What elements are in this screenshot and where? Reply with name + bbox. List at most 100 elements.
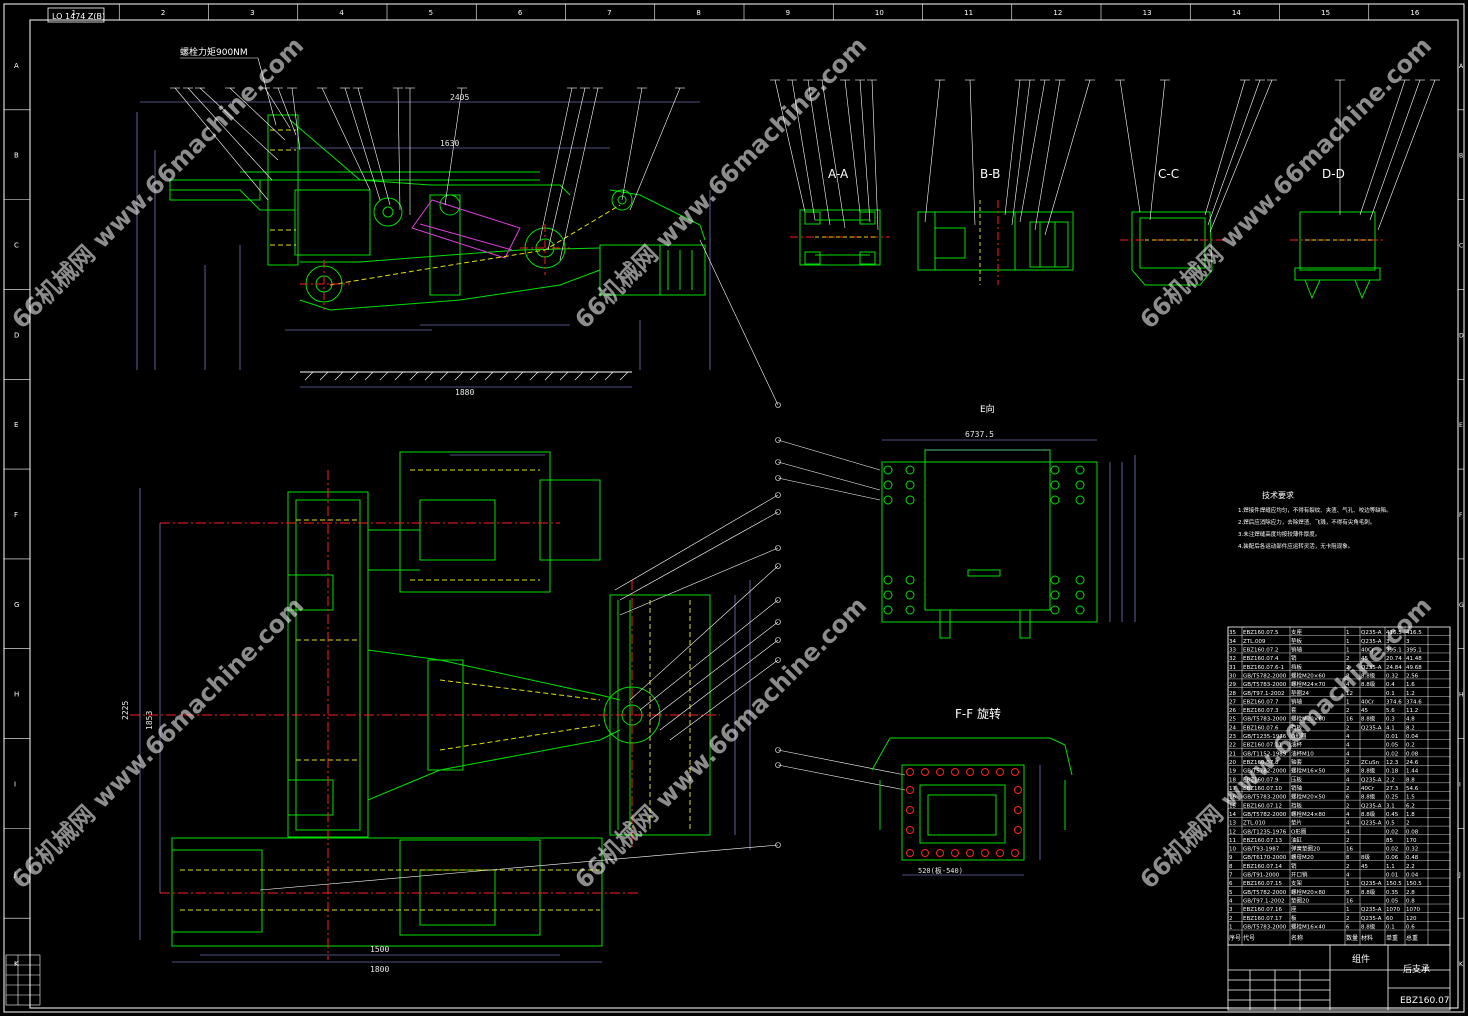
bom-cell: GB/T97.1-2002 <box>1243 899 1284 905</box>
bom-cell: 2 <box>1346 786 1350 792</box>
bom-cell: 0.2 <box>1406 743 1415 749</box>
border-number: 13 <box>1143 9 1152 17</box>
leader-line <box>264 87 291 129</box>
section-views: A-A B-B C-C D-D <box>790 167 1385 300</box>
bom-cell: 8.8级 <box>1361 923 1376 931</box>
bolt-hole <box>883 605 893 615</box>
bom-cell: Q235-A <box>1361 630 1382 636</box>
border-number: 9 <box>786 9 790 17</box>
bolt-hole <box>905 575 915 585</box>
bom-cell: 8 <box>1229 864 1233 870</box>
bom-cell: 2 <box>1346 725 1350 731</box>
bom-cell: ZTL.010 <box>1243 821 1266 827</box>
bom-cell: 4 <box>1346 829 1350 835</box>
bom-cell: GB/T5783-2000 <box>1243 682 1287 688</box>
border-letter: C <box>14 242 19 250</box>
bom-cell: 螺栓M20×50 <box>1291 793 1326 801</box>
leader-line <box>924 79 941 223</box>
bom-cell: EBZ160.07.12 <box>1243 803 1282 809</box>
bom-cell: 8.8级 <box>1361 680 1376 688</box>
bom-cell: 螺栓M20×60 <box>1291 671 1326 679</box>
bom-cell: EBZ160.07.16 <box>1243 907 1283 913</box>
bom-cell: 2 <box>1346 916 1350 922</box>
bolt-hole <box>1014 806 1022 814</box>
section-dd-label: D-D <box>1322 167 1345 181</box>
bom-cell: 12 <box>1229 829 1236 835</box>
bom-cell: 6 <box>1346 795 1350 801</box>
leader-line <box>1019 79 1046 223</box>
bom-header-cell: 数量 <box>1346 934 1358 942</box>
bolt-hole <box>1050 575 1060 585</box>
border-number: 7 <box>607 9 611 17</box>
bom-cell: GB/T97.1-2002 <box>1243 691 1284 697</box>
bom-cell: 4 <box>1346 812 1350 818</box>
bom-cell: 2.8 <box>1406 890 1415 896</box>
leader-line <box>199 87 279 161</box>
bom-cell: GB/T1235-1976 <box>1243 734 1287 740</box>
bolt-hole <box>1050 465 1060 475</box>
dim-main-width: 2405 <box>450 93 469 102</box>
leader-line <box>807 79 831 226</box>
bom-cell: EBZ160.07.9 <box>1243 777 1279 783</box>
bom-cell: 24.84 <box>1386 665 1402 671</box>
view-ff-label: F-F 旋转 <box>955 706 1001 721</box>
border-number: 11 <box>964 9 973 17</box>
bom-cell: 0.5 <box>1386 821 1395 827</box>
bom-cell: Q235-A <box>1361 907 1382 913</box>
bom-cell: 45 <box>1361 708 1368 714</box>
bom-cell: 1.8 <box>1406 812 1415 818</box>
bom-cell: 2 <box>1346 803 1350 809</box>
leader-line <box>777 477 881 501</box>
leader-balloon <box>775 637 781 643</box>
bom-cell: 0.48 <box>1406 855 1419 861</box>
border-number: 10 <box>875 9 884 17</box>
border-number: 16 <box>1410 9 1419 17</box>
border-number: 14 <box>1232 9 1241 17</box>
bom-cell: 油杯 <box>1291 741 1303 749</box>
bom-cell: 8 <box>1346 890 1350 896</box>
bom-cell: 24 <box>1229 725 1236 731</box>
bom-header-cell: 材料 <box>1361 934 1373 942</box>
bolt-hole <box>1075 605 1085 615</box>
dim-upper-width: 1630 <box>440 139 459 148</box>
leader-line <box>629 565 779 701</box>
bom-cell: 26 <box>1229 708 1236 714</box>
bom-cell: 销轴 <box>1291 784 1303 792</box>
bom-cell: 27 <box>1229 699 1236 705</box>
leader-line <box>649 621 779 721</box>
bolt-hole <box>936 849 944 857</box>
bom-cell: 2 <box>1346 838 1350 844</box>
bom-cell: EBZ160.07.6 <box>1243 725 1279 731</box>
leader-line <box>639 599 779 711</box>
leader-line <box>229 87 286 141</box>
bom-cell: 1 <box>1346 907 1350 913</box>
bom-cell: 8.8 <box>1406 777 1415 783</box>
bom-cell: 10 <box>1229 847 1236 853</box>
leader-balloon <box>775 597 781 603</box>
leader-line <box>559 87 599 261</box>
bom-cell: 28 <box>1229 691 1236 697</box>
bom-cell: 4 <box>1346 821 1350 827</box>
bom-cell: GB/T5783-2000 <box>1243 925 1287 931</box>
stamp-box: LO 1474 Z(B) <box>47 7 105 23</box>
bolt-hole <box>1011 849 1019 857</box>
bom-cell: 挡板 <box>1291 663 1303 671</box>
section-leaders <box>770 79 1440 236</box>
stamp-text: LO 1474 Z(B) <box>52 12 105 21</box>
border-number: 8 <box>696 9 700 17</box>
leader-line <box>629 87 681 211</box>
leader-line <box>174 87 269 201</box>
title-cn: 后支承 <box>1403 963 1430 975</box>
bom-cell: 374.6 <box>1386 699 1402 705</box>
border-letter: H <box>1459 692 1464 699</box>
tech-req-item: 4.装配后各运动部件应运转灵活，无卡阻现象。 <box>1238 542 1353 550</box>
leader-line <box>321 87 371 191</box>
bom-cell: 销轴 <box>1291 645 1303 653</box>
bom-cell: 40Cr <box>1361 647 1375 653</box>
border-letter: E <box>1459 422 1463 429</box>
bom-cell: 2 <box>1229 916 1233 922</box>
bom-cell: 85 <box>1386 838 1393 844</box>
bom-cell: EBZ160.07.13 <box>1243 838 1283 844</box>
bom-cell: 21 <box>1229 751 1236 757</box>
bolt-hole <box>905 605 915 615</box>
